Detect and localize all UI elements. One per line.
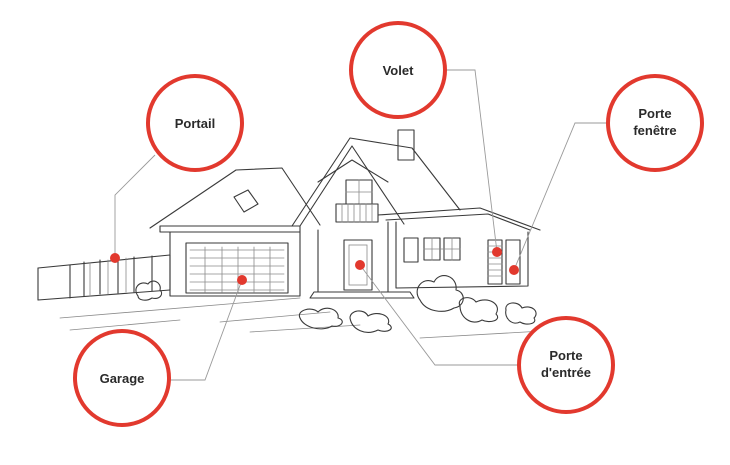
dot-porte-entree[interactable] xyxy=(355,260,365,270)
dot-garage[interactable] xyxy=(237,275,247,285)
main-house-sketch xyxy=(291,129,541,299)
callout-label-portail: Portail xyxy=(175,116,215,131)
callout-volet[interactable]: Volet xyxy=(349,21,447,119)
callout-label-porte-fenetre-line2: fenêtre xyxy=(633,123,676,138)
callout-label-porte-entree-line2: d'entrée xyxy=(541,365,591,380)
callout-ring-porte-fenetre xyxy=(606,74,704,172)
bush-left-sketch xyxy=(135,280,163,301)
callout-garage[interactable]: Garage xyxy=(73,329,171,427)
callout-label-volet: Volet xyxy=(383,63,414,78)
callout-ring-volet xyxy=(349,21,447,119)
dot-portail[interactable] xyxy=(110,253,120,263)
leader-lines xyxy=(114,69,610,381)
callout-porte-entree[interactable]: Porte d'entrée xyxy=(517,316,615,414)
callout-label-garage: Garage xyxy=(100,371,145,386)
callout-ring-garage xyxy=(73,329,171,427)
house-sketch xyxy=(37,129,561,339)
fence-sketch xyxy=(37,254,171,301)
callout-porte-fenetre[interactable]: Porte fenêtre xyxy=(606,74,704,172)
dot-volet[interactable] xyxy=(492,247,502,257)
ground-lines xyxy=(59,297,561,339)
leader-porte-entree xyxy=(359,264,518,366)
leader-porte-fenetre xyxy=(513,122,610,271)
leader-garage xyxy=(155,279,243,381)
dot-porte-fenetre[interactable] xyxy=(509,265,519,275)
callout-label-porte-entree-line1: Porte xyxy=(549,348,582,363)
callout-label-porte-fenetre-line1: Porte xyxy=(638,106,671,121)
callout-ring-porte-entree xyxy=(517,316,615,414)
leader-portail xyxy=(114,154,156,258)
leader-volet xyxy=(445,69,498,253)
callout-ring-portail xyxy=(146,74,244,172)
callout-portail[interactable]: Portail xyxy=(146,74,244,172)
garage-wing-sketch xyxy=(149,167,321,297)
shrubs-sketch xyxy=(298,275,537,333)
marker-dots xyxy=(110,247,519,285)
